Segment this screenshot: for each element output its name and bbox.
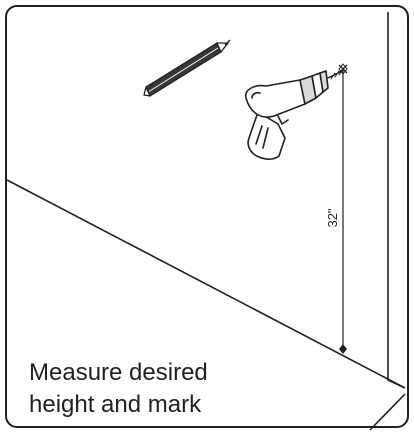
bottom-mark-icon <box>339 344 347 354</box>
top-mark-icon <box>338 64 348 74</box>
caption-line-1: Measure desired <box>29 359 208 386</box>
height-measurement: 32" <box>325 63 348 354</box>
floor-corner-line <box>369 393 406 431</box>
top-arrow-icon <box>338 63 348 75</box>
caption-line-2: height and mark <box>29 391 202 418</box>
wall-corner-line <box>387 12 406 389</box>
instruction-caption: Measure desired height and mark <box>29 357 208 421</box>
measurement-label: 32" <box>325 208 340 227</box>
pencil-icon <box>143 39 231 97</box>
floor-line <box>6 179 406 389</box>
drill-icon <box>244 68 345 160</box>
panel-frame <box>5 5 409 428</box>
